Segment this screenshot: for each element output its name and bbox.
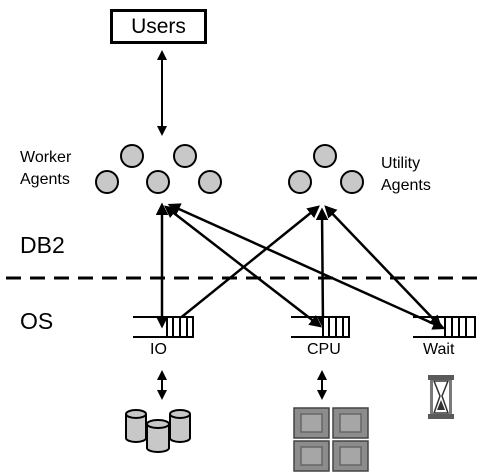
disk-stack-icon bbox=[125, 409, 191, 453]
users-box: Users bbox=[110, 9, 207, 44]
utility-agents-label: Utility Agents bbox=[381, 153, 431, 197]
utility-agents-line-1: Utility bbox=[381, 155, 421, 172]
disk-back-right bbox=[169, 409, 191, 443]
os-label: OS bbox=[20, 308, 54, 334]
hourglass-icon bbox=[428, 375, 454, 419]
utility-agents-line-2: Agents bbox=[381, 177, 431, 194]
agent-queue-arrows bbox=[155, 202, 446, 330]
utility-cpu-arrow bbox=[315, 207, 330, 329]
cpu-chips bbox=[293, 407, 369, 472]
worker-agent-2 bbox=[173, 144, 197, 168]
io-queue bbox=[133, 316, 194, 338]
cpu-queue bbox=[291, 316, 350, 338]
worker-agent-1 bbox=[120, 144, 144, 168]
worker-agent-3 bbox=[95, 170, 119, 194]
worker-agent-5 bbox=[198, 170, 222, 194]
io-queue-label: IO bbox=[150, 341, 167, 358]
utility-wait-arrow bbox=[324, 205, 442, 328]
wait-queue bbox=[413, 316, 476, 338]
utility-io-arrow bbox=[166, 205, 320, 330]
users-label: Users bbox=[131, 14, 186, 38]
wait-queue-label: Wait bbox=[423, 341, 455, 358]
db2-label: DB2 bbox=[20, 232, 65, 258]
disk-front bbox=[146, 419, 170, 453]
worker-agents-label: Worker Agents bbox=[20, 147, 71, 191]
worker-agents-group bbox=[95, 144, 222, 194]
worker-agents-line-1: Worker bbox=[20, 149, 72, 166]
utility-agent-3 bbox=[340, 170, 364, 194]
utility-agent-2 bbox=[288, 170, 312, 194]
utility-agent-1 bbox=[313, 144, 337, 168]
cpu-chip-icon bbox=[332, 440, 369, 472]
worker-agent-4 bbox=[146, 170, 170, 194]
worker-wait-arrow bbox=[167, 203, 446, 330]
disk-back-left bbox=[125, 409, 147, 443]
utility-agents-group bbox=[288, 144, 364, 194]
cpu-queue-label: CPU bbox=[307, 341, 341, 358]
cpu-chip-icon bbox=[293, 440, 330, 472]
worker-agents-line-2: Agents bbox=[20, 171, 70, 188]
